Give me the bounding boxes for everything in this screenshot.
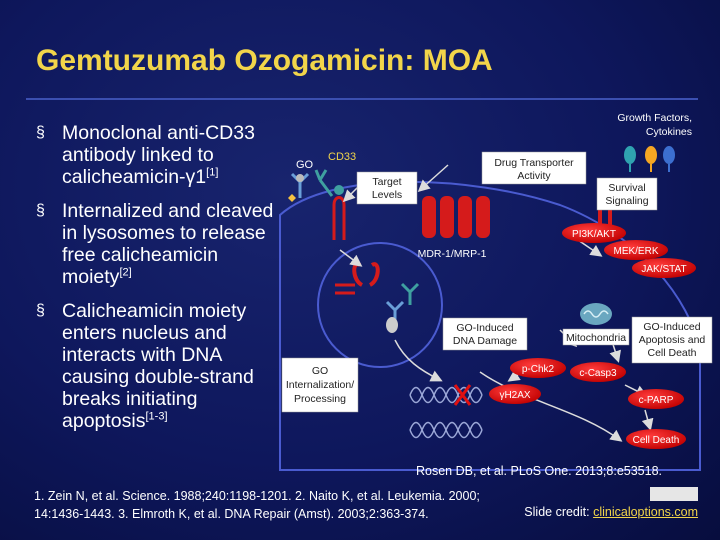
target-levels-box [356,171,418,205]
go-internalization-line3: Processing [294,393,346,405]
bullet-item: § Calicheamicin moiety enters nucleus an… [36,300,281,432]
label-cell-death: Cell Death [633,435,680,446]
node-jak: JAK/STAT [632,258,696,278]
antibody-in-cell-icon [385,282,420,333]
dna-break-icon [453,384,472,406]
reference-line: 1. Zein N, et al. Science. 1988;240:1198… [34,489,480,503]
slide-credit: Slide credit: clinicaloptions.com [524,505,698,519]
go-dna-damage-line2: DNA Damage [453,335,517,347]
bullet-ref: [1-3] [145,410,168,423]
cd33-receptor-icon [332,196,346,240]
go-apoptosis-line1: GO-Induced [643,321,700,333]
bullet-marker: § [36,302,45,319]
target-levels-line2: Levels [372,189,402,201]
label-gamma-h2ax: γH2AX [499,390,530,401]
label-mek: MEK/ERK [613,246,658,257]
drug-transporter-line2: Activity [517,170,551,182]
bullet-marker: § [36,124,45,141]
survival-signaling-line1: Survival [608,182,645,194]
go-antibody-icon [288,172,310,202]
growth-factors-line2: Cytokines [646,126,692,138]
credit-prefix: Slide credit: [524,505,594,519]
bullet-item: § Monoclonal anti-CD33 antibody linked t… [36,122,281,188]
mitochondria-icon [580,303,612,325]
go-apoptosis-line3: Cell Death [647,347,696,359]
label-mdr: MDR-1/MRP-1 [418,248,487,260]
go-internalization-box [281,357,359,413]
go-apoptosis-line2: Apoptosis and [639,334,706,346]
cd33-antibody-icon [314,169,344,197]
reference-line: 14:1436-1443. 3. Elmroth K, et al. DNA R… [34,507,429,521]
node-mdr: MDR-1/MRP-1 [418,248,487,260]
bullet-item: § Internalized and cleaved in lysosomes … [36,200,281,288]
node-c-casp3: c-Casp3 [570,362,626,382]
citation: Rosen DB, et al. PLoS One. 2013;8:e53518… [416,464,663,478]
mdr-transporter-icon [422,196,490,238]
growth-factors-line1: Growth Factors, [617,112,692,124]
go-dna-damage-line1: GO-Induced [456,322,513,334]
cytokine-teal-icon [624,146,636,172]
node-c-parp: c-PARP [628,389,684,409]
internalized-receptor-icon [335,262,380,295]
credit-link[interactable]: clinicaloptions.com [593,505,698,519]
node-cell-death: Cell Death [626,429,686,449]
survival-signaling-line2: Signaling [605,195,648,207]
bullet-text: Internalized and cleaved in lysosomes to… [62,200,274,288]
node-p-chk2: p-Chk2 [510,358,566,378]
mitochondria-label: Mitochondria [566,332,626,344]
bullet-text: Calicheamicin moiety enters nucleus and … [62,300,254,432]
bullet-list: § Monoclonal anti-CD33 antibody linked t… [36,122,281,444]
node-pi3k: PI3K/AKT [562,223,626,243]
dna-strand-icon [409,386,483,439]
go-dna-damage-box [442,317,528,351]
bullet-ref: [2] [119,266,132,279]
drug-transporter-line1: Drug Transporter [494,157,574,169]
label-pi3k: PI3K/AKT [572,229,616,240]
go-internalization-line2: Internalization/ [286,379,354,391]
cytokine-blue-icon [663,146,675,172]
target-levels-line1: Target [372,176,401,188]
node-gamma-h2ax: γH2AX [489,384,541,404]
title-divider [26,98,698,100]
label-cd33: CD33 [328,151,356,163]
bullet-text: Monoclonal anti-CD33 antibody linked to … [62,122,255,188]
go-apoptosis-box [631,316,713,364]
survival-signaling-box [596,177,658,211]
bullet-ref: [1] [206,166,219,179]
lysosome [317,242,443,368]
slide-title: Gemtuzumab Ozogamicin: MOA [36,44,493,77]
drug-transporter-box [481,151,587,185]
clinical-options-logo [650,487,698,501]
label-p-chk2: p-Chk2 [522,364,555,375]
go-internalization-line1: GO [312,365,328,377]
node-mek: MEK/ERK [604,240,668,260]
cytokine-orange-icon [645,146,657,172]
bullet-marker: § [36,202,45,219]
label-c-casp3: c-Casp3 [579,368,617,379]
mitochondria-box [562,328,630,346]
label-go: GO [296,159,314,171]
references: 1. Zein N, et al. Science. 1988;240:1198… [34,487,704,523]
label-c-parp: c-PARP [639,395,674,406]
label-jak: JAK/STAT [641,264,686,275]
